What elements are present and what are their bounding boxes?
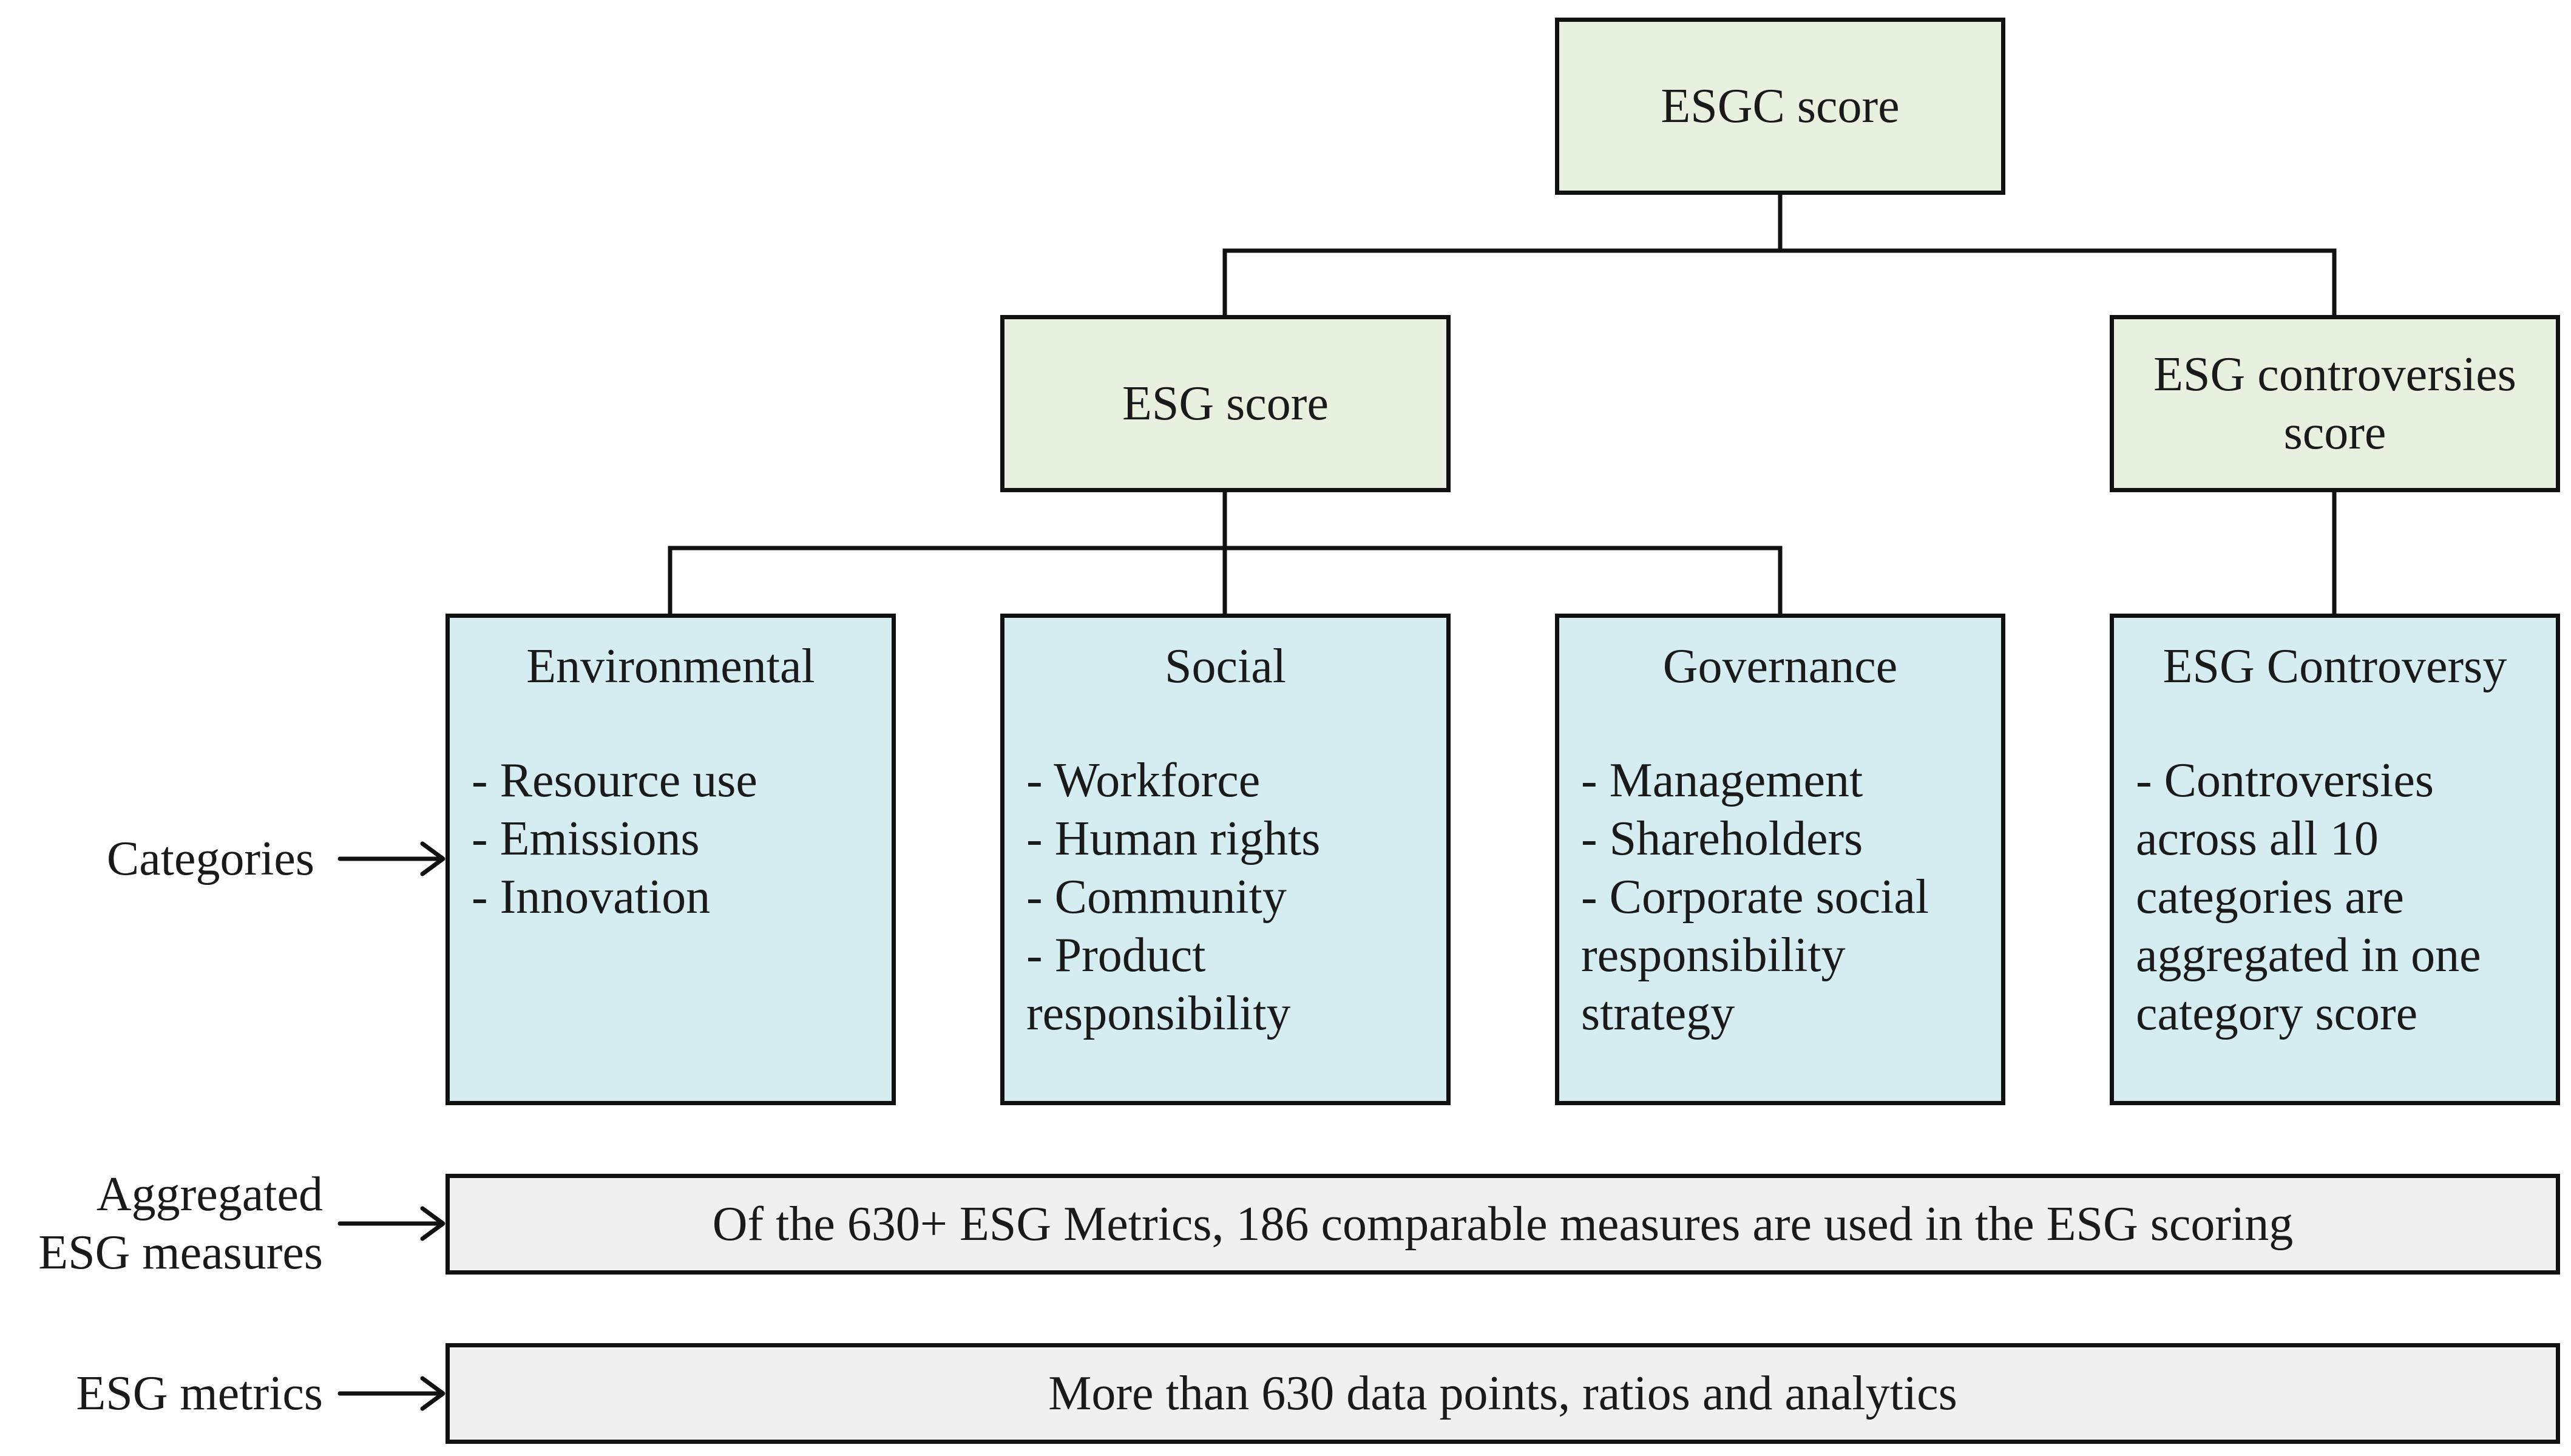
esg-score-label: ESG score <box>1122 377 1329 430</box>
category-title: Governance <box>1662 640 1898 693</box>
esg-controversies-score-box: ESG controversies score <box>2110 315 2560 492</box>
aggregated-measures-box: Of the 630+ ESG Metrics, 186 comparable … <box>445 1174 2560 1275</box>
category-title: Social <box>1165 640 1286 693</box>
categories-arrow-icon <box>337 841 445 876</box>
category-item: - Resource use <box>472 754 757 807</box>
category-item: - Community <box>1026 870 1287 924</box>
category-title: Environmental <box>526 640 815 693</box>
esgc-score-box: ESGC score <box>1555 18 2005 195</box>
aggregated-measures-text: Of the 630+ ESG Metrics, 186 comparable … <box>712 1197 2294 1251</box>
metrics-arrow-icon <box>337 1376 445 1411</box>
category-item: - Emissions <box>472 812 700 865</box>
category-esg-controversy: ESG Controversy - Controversies across a… <box>2110 614 2560 1105</box>
category-items: - Workforce - Human rights - Community -… <box>1026 751 1433 1043</box>
category-item: - Controversies across all 10 categories… <box>2136 754 2481 1040</box>
category-items: - Controversies across all 10 categories… <box>2136 751 2542 1043</box>
category-social: Social - Workforce - Human rights - Comm… <box>1000 614 1451 1105</box>
esg-metrics-box: More than 630 data points, ratios and an… <box>445 1343 2560 1444</box>
esg-metrics-row-label: ESG metrics <box>76 1367 323 1420</box>
category-item: - Corporate social responsibility strate… <box>1581 870 1929 1040</box>
category-item: - Shareholders <box>1581 812 1863 865</box>
category-item: - Product responsibility <box>1026 929 1291 1040</box>
category-items: - Management - Shareholders - Corporate … <box>1581 751 1988 1043</box>
category-item: - Management <box>1581 754 1863 807</box>
esg-controversies-score-label: ESG controversies score <box>2153 348 2516 459</box>
categories-row-label: Categories <box>106 832 314 885</box>
category-item: - Workforce <box>1026 754 1261 807</box>
esg-metrics-text: More than 630 data points, ratios and an… <box>1048 1367 1957 1420</box>
aggregated-measures-row-label: Aggregated ESG measures <box>38 1168 323 1279</box>
aggregated-arrow-icon <box>337 1206 445 1241</box>
category-governance: Governance - Management - Shareholders -… <box>1555 614 2005 1105</box>
category-items: - Resource use - Emissions - Innovation <box>472 751 878 926</box>
category-item: - Innovation <box>472 870 711 924</box>
category-environmental: Environmental - Resource use - Emissions… <box>445 614 896 1105</box>
esg-score-box: ESG score <box>1000 315 1451 492</box>
category-item: - Human rights <box>1026 812 1321 865</box>
category-title: ESG Controversy <box>2163 640 2507 693</box>
esgc-score-label: ESGC score <box>1661 80 1900 133</box>
